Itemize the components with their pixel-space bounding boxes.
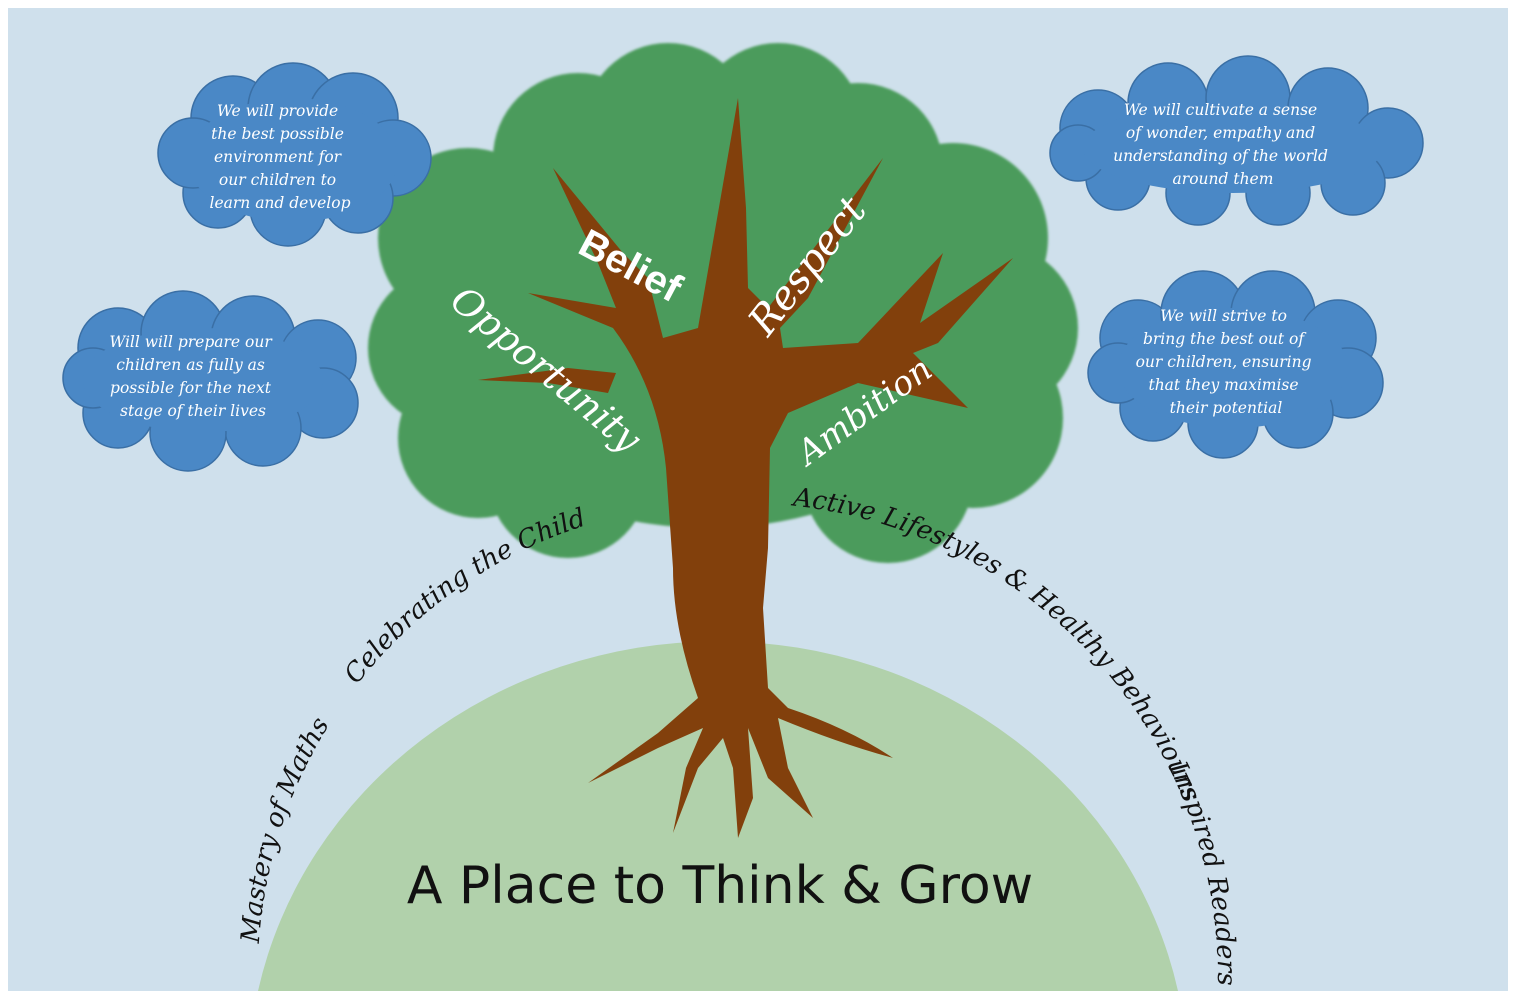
cloud-mid-left: Will will prepare our children as fully … (62, 290, 359, 472)
svg-text:We will provide the best: We will provide the best possible enviro… (210, 102, 351, 212)
cloud-mid-right-line: that they maximise (1148, 376, 1298, 394)
cloud-mid-right-line: bring the best out of (1143, 330, 1307, 348)
svg-text:We will cultivate a sense: We will cultivate a sense of wonder, emp… (1113, 101, 1333, 188)
arc-label-inspired-path: Inspired Readers (1162, 756, 1241, 986)
cloud-top-right-line: around them (1173, 170, 1274, 188)
cloud-mid-right-line: our children, ensuring (1136, 353, 1312, 371)
diagram-canvas: Belief Opportunity Respect Ambition We w… (8, 8, 1508, 991)
arc-label-celebrating-path: Celebrating the Child (339, 503, 590, 689)
cloud-top-right-line: We will cultivate a sense (1124, 101, 1317, 119)
cloud-mid-right-line: their potential (1170, 399, 1283, 417)
cloud-mid-left-line: stage of their lives (120, 402, 266, 420)
cloud-mid-left-line: possible for the next (110, 379, 272, 397)
cloud-mid-left-line: children as fully as (116, 356, 265, 374)
cloud-mid-left-line: Will will prepare our (109, 333, 273, 351)
arc-label-celebrating: Celebrating the Child (339, 503, 590, 689)
svg-text:We will strive to bring: We will strive to bring the best out of … (1136, 307, 1317, 417)
cloud-top-left-line: our children to (219, 171, 336, 189)
cloud-top-left: We will provide the best possible enviro… (157, 62, 432, 247)
arc-label-inspired: Inspired Readers (1162, 756, 1241, 986)
cloud-mid-right-line: We will strive to (1160, 307, 1287, 325)
page-title: A Place to Think & Grow (407, 856, 1033, 916)
hill (258, 641, 1178, 991)
cloud-top-right: We will cultivate a sense of wonder, emp… (1049, 55, 1424, 226)
cloud-top-left-line: learn and develop (210, 194, 351, 212)
cloud-top-left-line: We will provide (217, 102, 338, 120)
tree-trunk (478, 98, 1013, 838)
cloud-top-right-line: understanding of the world (1113, 147, 1328, 165)
cloud-mid-right: We will strive to bring the best out of … (1087, 270, 1384, 459)
cloud-top-left-line: the best possible (211, 125, 344, 143)
cloud-top-left-line: environment for (214, 148, 343, 166)
cloud-top-right-line: of wonder, empathy and (1126, 124, 1315, 142)
tree-diagram: Belief Opportunity Respect Ambition We w… (62, 43, 1424, 991)
svg-text:Will will prepare our ch: Will will prepare our children as fully … (109, 333, 276, 420)
